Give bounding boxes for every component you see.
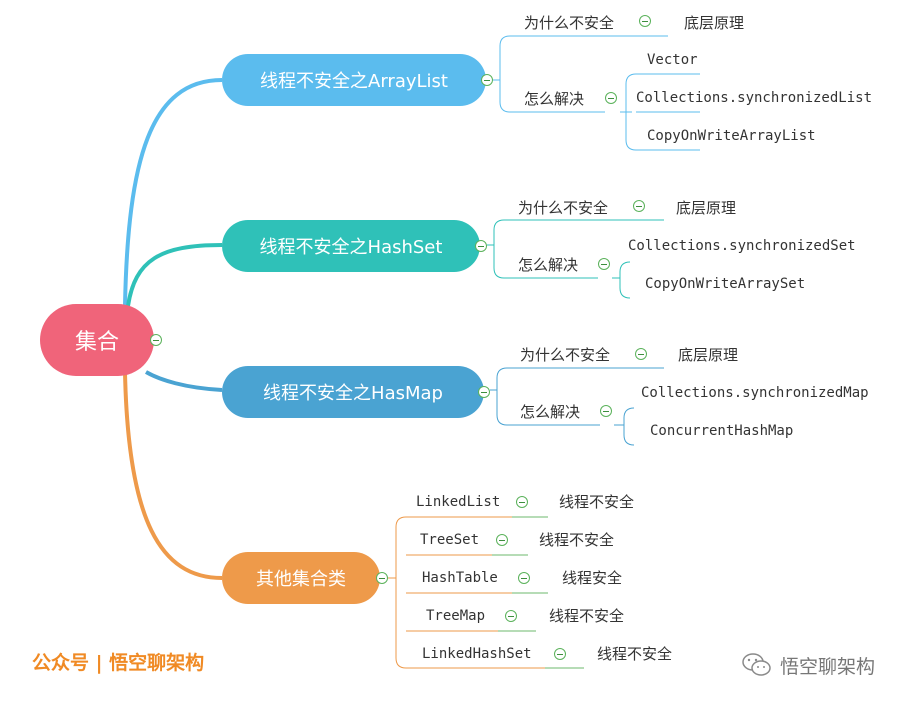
others-item-note: 线程不安全 [549, 607, 625, 625]
branch-arraylist[interactable]: 线程不安全之ArrayList [222, 54, 486, 106]
hashmap-how-item: Collections.synchronizedMap [641, 385, 869, 401]
connector-root-arraylist [123, 78, 223, 306]
watermark-right: 悟空聊架构 [780, 656, 876, 678]
hashset-why: 为什么不安全 [518, 199, 609, 217]
branch-arraylist-toggle[interactable] [481, 74, 493, 86]
hashset-why-child: 底层原理 [676, 199, 737, 217]
branch-hashmap-label: 线程不安全之HasMap [263, 383, 443, 404]
hashmap-how-toggle[interactable] [600, 405, 612, 417]
arraylist-how: 怎么解决 [524, 90, 585, 108]
others-item-note: 线程安全 [562, 569, 623, 587]
connector-root-hashset [126, 243, 223, 307]
others-item-note: 线程不安全 [559, 493, 635, 511]
subtree-arraylist [493, 35, 700, 151]
connector-root-others [123, 371, 223, 580]
others-item-note: 线程不安全 [539, 531, 615, 549]
others-item-name: TreeSet [420, 532, 480, 548]
branch-hashset[interactable]: 线程不安全之HashSet [222, 220, 480, 272]
hashmap-why: 为什么不安全 [520, 346, 611, 364]
watermark-left: 公众号 | 悟空聊架构 [32, 652, 205, 674]
others-item-name: LinkedHashSet [422, 646, 532, 662]
others-item-name: LinkedList [416, 494, 501, 510]
branch-hashset-toggle[interactable] [475, 240, 487, 252]
others-item-toggle[interactable] [496, 534, 508, 546]
branch-arraylist-label: 线程不安全之ArrayList [260, 71, 448, 92]
branch-others[interactable]: 其他集合类 [222, 552, 380, 604]
others-item-name: HashTable [422, 570, 498, 586]
arraylist-why: 为什么不安全 [524, 14, 615, 32]
subtree-others [386, 516, 545, 669]
hashset-how-item: CopyOnWriteArraySet [645, 276, 806, 292]
arraylist-how-toggle[interactable] [605, 92, 617, 104]
others-item-toggle[interactable] [518, 572, 530, 584]
wechat-icon [742, 653, 771, 676]
hashset-how: 怎么解决 [518, 256, 579, 274]
branch-others-label: 其他集合类 [256, 569, 346, 590]
connector-root-hashmap [145, 370, 223, 392]
arraylist-how-item: Collections.synchronizedList [636, 90, 873, 106]
subtree-hashmap [490, 367, 664, 446]
branch-others-toggle[interactable] [376, 572, 388, 584]
others-item-name: TreeMap [426, 608, 486, 624]
hashmap-why-child: 底层原理 [678, 346, 739, 364]
root-label: 集合 [74, 330, 119, 355]
root-node[interactable]: 集合 [40, 304, 154, 376]
leaf-underlines [492, 516, 584, 669]
others-item-toggle[interactable] [505, 610, 517, 622]
others-item-toggle[interactable] [554, 648, 566, 660]
others-item-note: 线程不安全 [597, 645, 673, 663]
branch-hashmap[interactable]: 线程不安全之HasMap [222, 366, 484, 418]
branch-hashmap-toggle[interactable] [478, 386, 490, 398]
hashmap-how: 怎么解决 [520, 403, 581, 421]
arraylist-how-item: CopyOnWriteArrayList [647, 128, 816, 144]
subtree-hashset [487, 219, 664, 299]
hashset-how-item: Collections.synchronizedSet [628, 238, 856, 254]
branch-hashset-label: 线程不安全之HashSet [259, 237, 443, 258]
hashset-why-toggle[interactable] [633, 200, 645, 212]
others-item-toggle[interactable] [516, 496, 528, 508]
hashmap-why-toggle[interactable] [635, 348, 647, 360]
root-collapse-toggle[interactable] [150, 334, 162, 346]
hashset-how-toggle[interactable] [598, 258, 610, 270]
arraylist-how-item: Vector [647, 52, 698, 68]
arraylist-why-child: 底层原理 [684, 14, 745, 32]
hashmap-how-item: ConcurrentHashMap [650, 423, 794, 439]
arraylist-why-toggle[interactable] [639, 15, 651, 27]
